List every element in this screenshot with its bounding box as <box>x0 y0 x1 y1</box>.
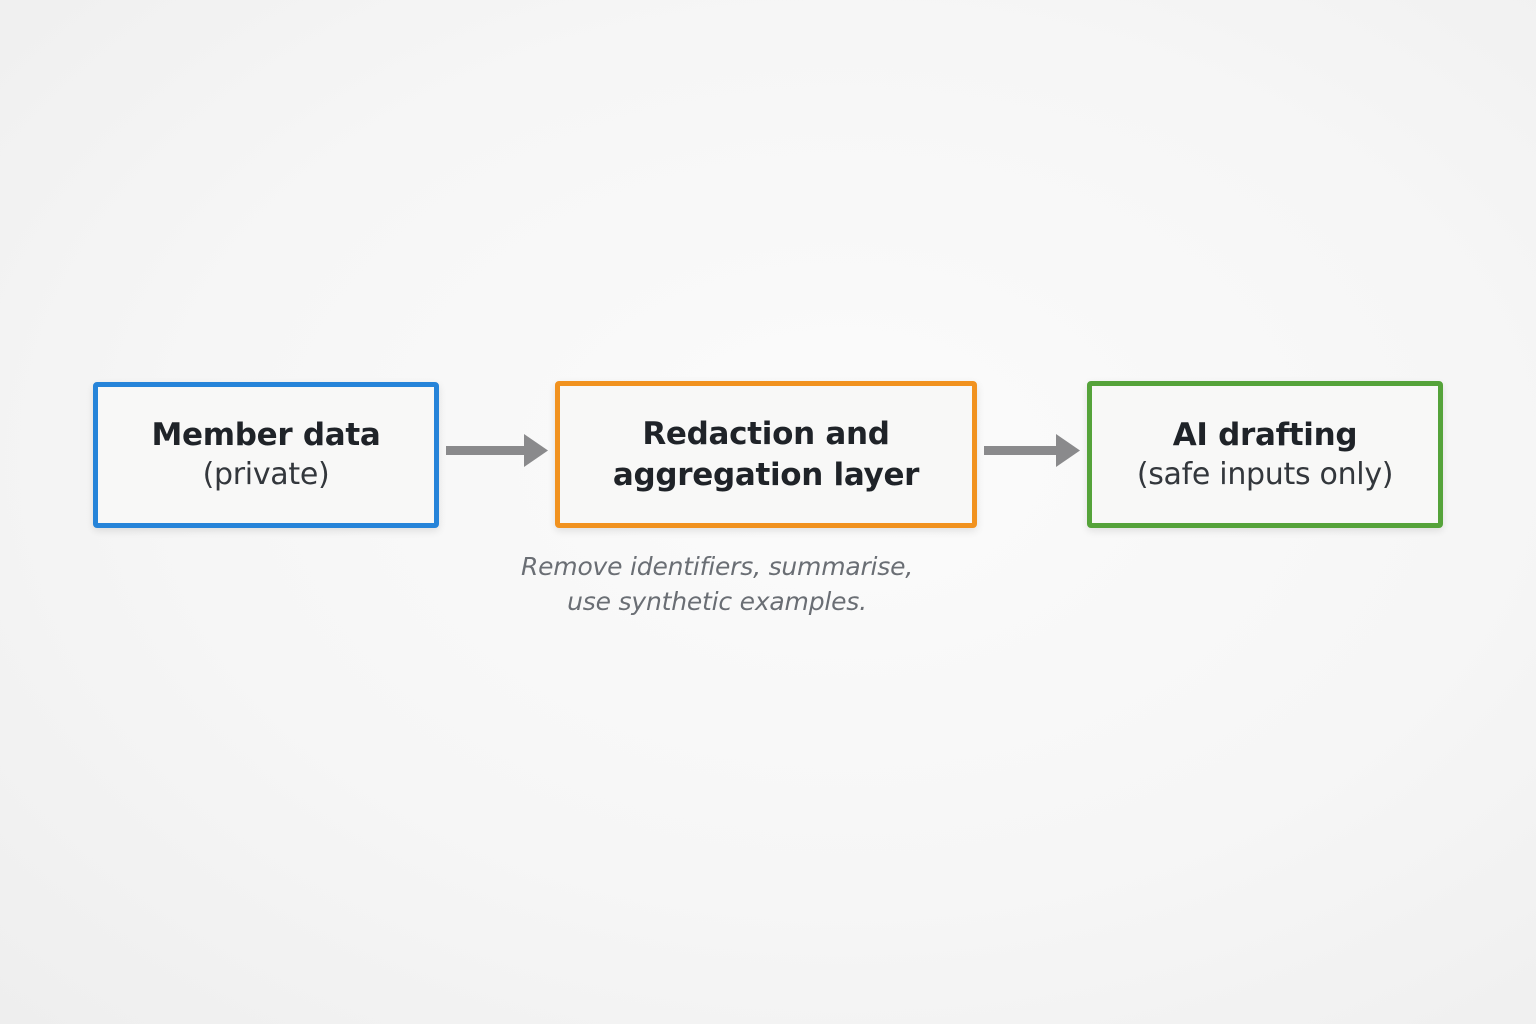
redaction-note-line-2: use synthetic examples. <box>567 587 867 616</box>
member-data-subtitle: (private) <box>202 457 330 492</box>
member-data-box: Member data (private) <box>93 382 439 528</box>
ai-drafting-title: AI drafting <box>1172 416 1358 453</box>
arrow-right-icon <box>984 434 1080 467</box>
ai-drafting-subtitle: (safe inputs only) <box>1136 456 1394 492</box>
member-data-title: Member data <box>151 417 381 453</box>
redaction-note: Remove identifiers, summarise, use synth… <box>497 549 937 619</box>
arrow-right-icon <box>446 434 548 467</box>
redaction-title-line-2: aggregation layer <box>612 456 920 493</box>
ai-drafting-box: AI drafting (safe inputs only) <box>1087 381 1443 528</box>
redaction-title-line-1: Redaction and <box>642 415 890 452</box>
redaction-note-line-1: Remove identifiers, summarise, <box>520 552 914 581</box>
redaction-layer-box: Redaction and aggregation layer <box>555 381 977 528</box>
